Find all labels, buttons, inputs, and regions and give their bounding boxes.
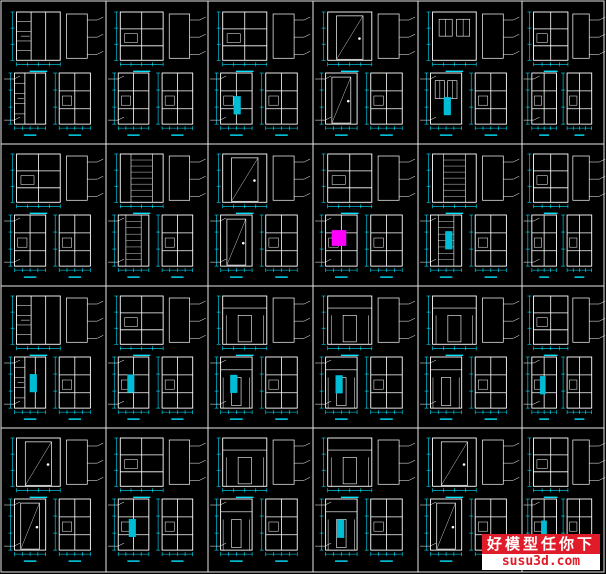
panel-1-0: [4, 153, 104, 278]
panel-3-3: [315, 437, 416, 562]
panel-2-0: [4, 295, 104, 420]
panel-3-5: [523, 437, 606, 562]
panel-3-0: [4, 437, 104, 562]
panel-1-3: [315, 153, 416, 278]
panel-1-4: [420, 153, 520, 278]
panel-0-1: [108, 11, 206, 136]
panel-2-4: [420, 295, 520, 420]
panel-2-2: [210, 295, 311, 420]
panel-0-3: [315, 11, 416, 136]
panel-0-2: [210, 11, 311, 136]
panel-0-0: [4, 11, 104, 136]
panel-0-5: [523, 11, 606, 136]
panel-3-4: [420, 437, 520, 562]
panel-3-2: [210, 437, 311, 562]
panel-1-5: [523, 153, 606, 278]
panel-2-1: [108, 295, 206, 420]
panel-3-1: [108, 437, 206, 562]
panel-1-1: [108, 153, 206, 278]
panel-1-2: [210, 153, 311, 278]
panel-0-4: [420, 11, 520, 136]
panel-2-3: [315, 295, 416, 420]
panel-2-5: [523, 295, 606, 420]
